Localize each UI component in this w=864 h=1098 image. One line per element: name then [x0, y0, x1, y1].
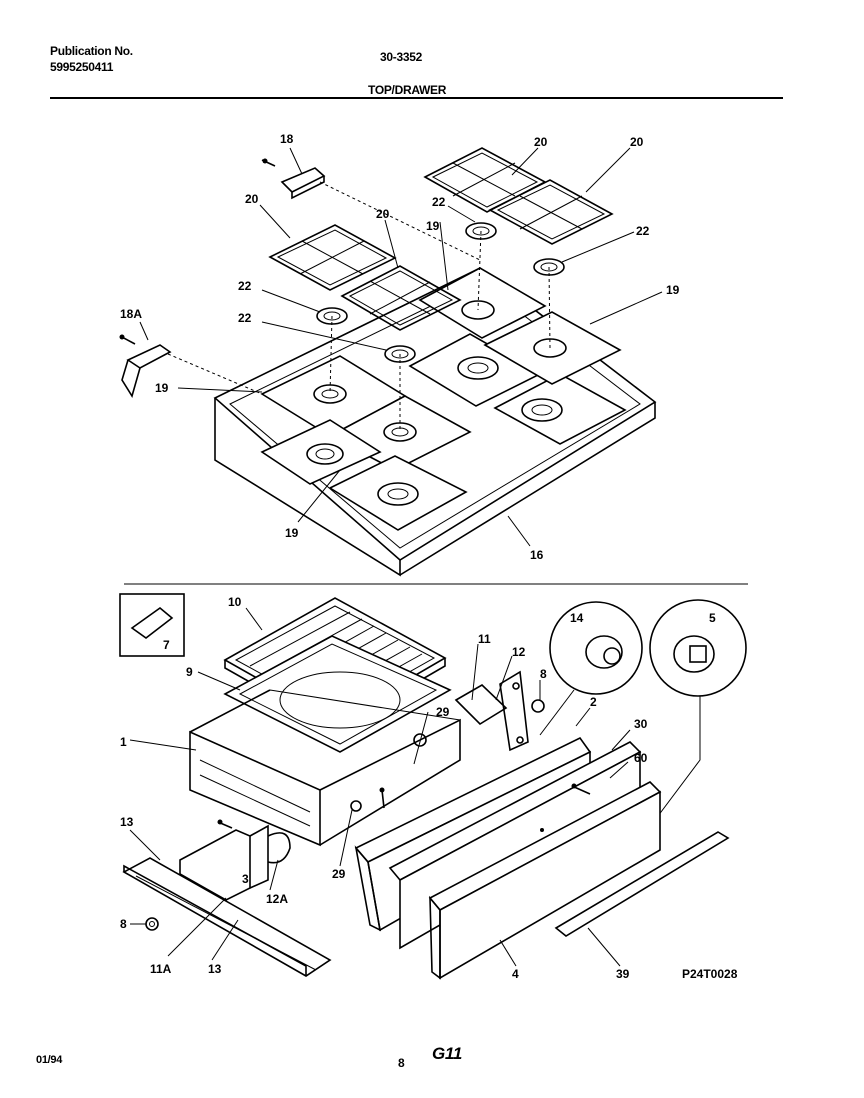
callout-20: 20 [630, 135, 644, 149]
leader-lines-upper [139, 147, 663, 547]
callout-29: 29 [332, 867, 346, 881]
hinge-bracket-front [119, 334, 172, 398]
callout-20: 20 [376, 207, 390, 221]
publication-number: 5995250411 [50, 60, 114, 74]
callout-4: 4 [512, 967, 519, 981]
drawer-assembly [119, 593, 747, 980]
section-title: TOP/DRAWER [368, 83, 447, 97]
callout-18a: 18A [120, 307, 142, 321]
callout-7: 7 [163, 638, 170, 652]
callout-22: 22 [432, 195, 446, 209]
callout-5: 5 [709, 611, 716, 625]
callout-20: 20 [534, 135, 548, 149]
callout-3: 3 [242, 872, 249, 886]
drawer-slide-rail [122, 824, 332, 977]
knob-detail-5 [649, 599, 747, 697]
callout-18: 18 [280, 132, 294, 146]
hinge-bracket-rear [261, 158, 326, 200]
callout-12: 12 [512, 645, 526, 659]
callout-22: 22 [238, 279, 252, 293]
callout-29: 29 [436, 705, 450, 719]
callout-19: 19 [666, 283, 680, 297]
callout-22: 22 [238, 311, 252, 325]
callout-1: 1 [120, 735, 127, 749]
footer-code: G11 [432, 1044, 462, 1063]
callout-19: 19 [285, 526, 299, 540]
callout-2: 2 [590, 695, 597, 709]
callout-8: 8 [540, 667, 547, 681]
callout-14: 14 [570, 611, 584, 625]
footer-page-number: 8 [398, 1056, 405, 1070]
header-rule [50, 97, 783, 99]
callout-30: 30 [634, 717, 648, 731]
callout-13: 13 [120, 815, 134, 829]
burner-pan-left-rear [260, 419, 382, 485]
burner-pan-right-front [408, 333, 542, 407]
callout-39: 39 [616, 967, 630, 981]
callout-12a: 12A [266, 892, 288, 906]
drawer-front-panel-outer [428, 781, 662, 980]
footer-date: 01/94 [36, 1054, 63, 1066]
broiler-pan [223, 635, 452, 753]
callout-22: 22 [636, 224, 650, 238]
screw-set [145, 783, 591, 931]
callout-19: 19 [155, 381, 169, 395]
wire-clip [267, 832, 291, 864]
callout-20: 20 [245, 192, 259, 206]
callout-9: 9 [186, 665, 193, 679]
callout-16: 16 [530, 548, 544, 562]
grate-left-front [268, 224, 397, 291]
callout-19: 19 [426, 219, 440, 233]
model-number: 30-3352 [380, 50, 422, 64]
part-7-inset [119, 593, 185, 657]
grate-left-rear [340, 265, 462, 331]
burner-pan-front [328, 455, 468, 531]
publication-label: Publication No. [50, 44, 133, 58]
drawing-id: P24T0028 [682, 967, 738, 981]
cooktop-assembly [119, 147, 657, 577]
grate-right-rear [488, 179, 614, 245]
callout-11: 11 [478, 632, 491, 646]
callout-60: 60 [634, 751, 648, 765]
burner-pan-right-rear [493, 373, 627, 445]
burner-tube [454, 670, 545, 752]
callout-10: 10 [228, 595, 242, 609]
callout-11a: 11A [150, 962, 172, 976]
leader-lines-lower [129, 607, 631, 967]
callout-13: 13 [208, 962, 222, 976]
drawer-body [189, 689, 461, 847]
callout-8: 8 [120, 917, 127, 931]
drawer-handle [554, 831, 730, 937]
knob-detail-14 [549, 601, 643, 695]
callout-labels: 18 18A 20 20 20 20 19 19 19 19 22 22 22 … [120, 132, 738, 981]
